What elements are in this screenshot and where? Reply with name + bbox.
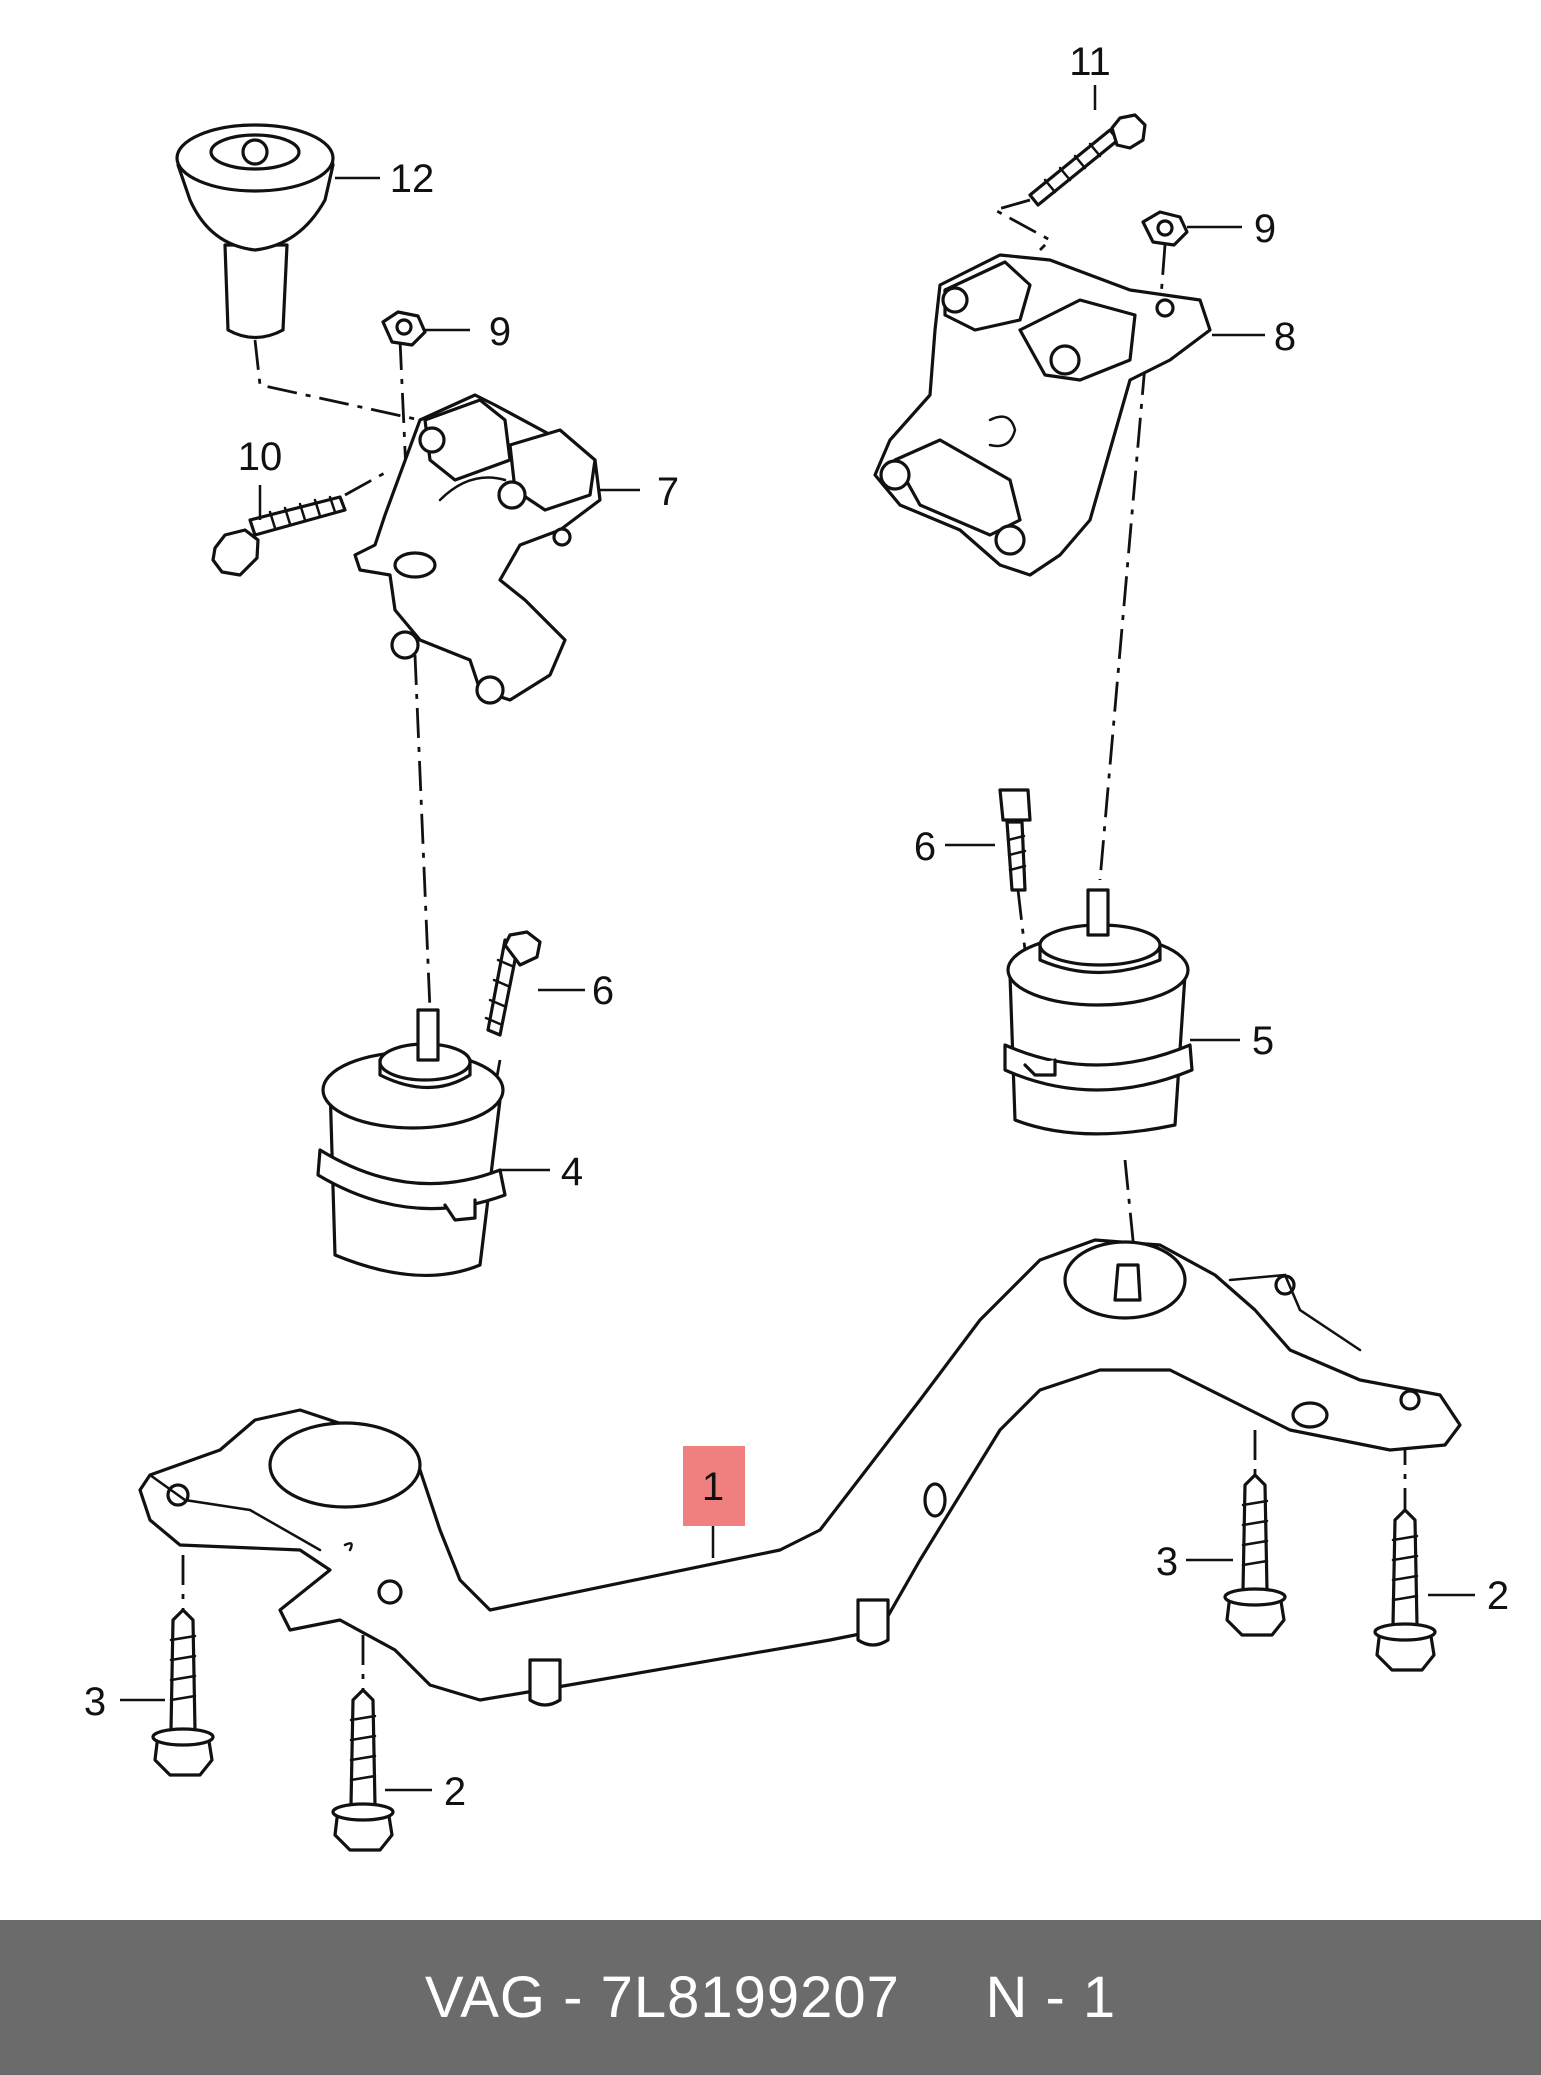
callout-3-right: 3 xyxy=(1156,1540,1178,1584)
bolt-6-right-part xyxy=(998,788,1032,892)
callout-2-right: 2 xyxy=(1487,1574,1509,1618)
leader-lines xyxy=(120,85,1475,1792)
assembly-line-7-4 xyxy=(413,654,432,1011)
bolt-10-part xyxy=(211,495,347,577)
subframe-part xyxy=(138,1238,1462,1707)
assembly-line-5-1 xyxy=(1123,1159,1137,1261)
bolt-2-right-part xyxy=(1373,1508,1437,1672)
callout-12: 12 xyxy=(390,157,435,201)
part-number-label: VAG - 7L8199207 N - 1 xyxy=(424,1965,1117,2030)
engine-mount-left-part xyxy=(316,1008,507,1277)
callout-9-right: 9 xyxy=(1254,207,1276,251)
bolt-3-left-part xyxy=(151,1608,215,1777)
callout-8: 8 xyxy=(1274,315,1296,359)
callout-3-left: 3 xyxy=(84,1680,106,1724)
nut-left-part xyxy=(381,310,427,347)
bolt-11-part xyxy=(1028,113,1147,207)
callout-6-right: 6 xyxy=(914,825,936,869)
assembly-line-12-7 xyxy=(253,339,421,422)
assembly-line-10-7 xyxy=(344,468,391,497)
callout-7: 7 xyxy=(657,470,679,514)
callout-1: 1 xyxy=(702,1465,724,1509)
assembly-line-6-5 xyxy=(1016,889,1027,951)
callout-5: 5 xyxy=(1252,1019,1274,1063)
callout-10: 10 xyxy=(238,435,283,479)
callout-2-left: 2 xyxy=(444,1770,466,1814)
bolt-6-left-part xyxy=(484,930,542,1037)
callout-6-left: 6 xyxy=(592,969,614,1013)
nut-right-part xyxy=(1141,210,1189,247)
callout-9-left: 9 xyxy=(489,310,511,354)
callout-1-highlight xyxy=(683,1446,745,1526)
part-number-footer: VAG - 7L8199207 N - 1 xyxy=(0,1920,1541,2075)
bolt-2-left-part xyxy=(331,1688,395,1852)
rubber-stop-part xyxy=(175,123,335,340)
assembly-line-11-8 xyxy=(991,198,1053,251)
assembly-line-8-5 xyxy=(1098,364,1147,881)
callout-11: 11 xyxy=(1069,40,1111,84)
parts-diagram: 1 12 9 10 7 11 9 8 6 5 6 4 3 2 3 2 xyxy=(84,40,1509,1852)
bolt-3-right-part xyxy=(1223,1473,1287,1637)
engine-mount-right-part xyxy=(1003,888,1194,1136)
engine-bracket-right-part xyxy=(873,253,1212,577)
callout-4: 4 xyxy=(561,1150,583,1194)
engine-bracket-left-part xyxy=(353,393,602,705)
